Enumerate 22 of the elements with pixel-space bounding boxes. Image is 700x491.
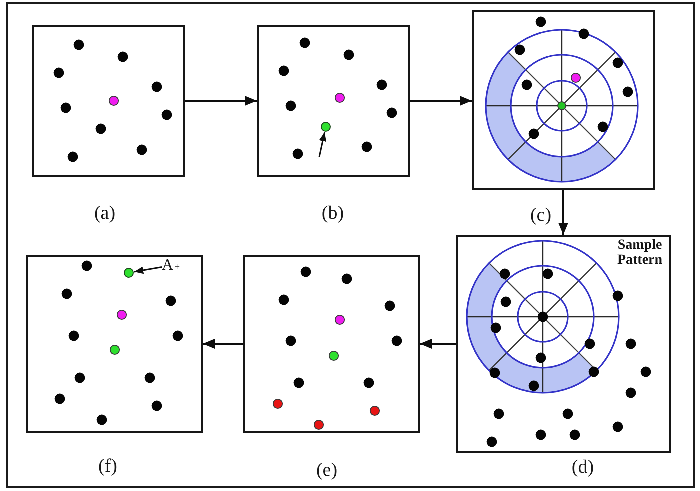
pattern-panel <box>456 235 671 453</box>
pattern-panel <box>26 255 203 433</box>
panel-caption: (a) <box>94 204 116 223</box>
highlighted-point-icon <box>124 268 134 278</box>
panel-caption: (f) <box>98 457 118 476</box>
arrow <box>318 132 327 158</box>
panel-caption: (d) <box>572 458 594 477</box>
arrow <box>410 96 472 106</box>
arrow <box>134 266 162 274</box>
pattern-panel <box>32 25 185 177</box>
arrow <box>558 190 568 235</box>
panel-caption: (e) <box>316 461 338 480</box>
pattern-panel <box>257 25 410 177</box>
panel-title: Sample Pattern <box>616 238 664 269</box>
panel-caption: (b) <box>322 204 344 223</box>
arrow <box>203 339 243 349</box>
panel-caption: (c) <box>530 206 552 225</box>
arrow <box>420 339 456 349</box>
pattern-panel <box>243 255 420 433</box>
highlighted-point-icon <box>321 122 331 132</box>
pattern-panel <box>472 10 655 190</box>
arrow <box>185 96 257 106</box>
